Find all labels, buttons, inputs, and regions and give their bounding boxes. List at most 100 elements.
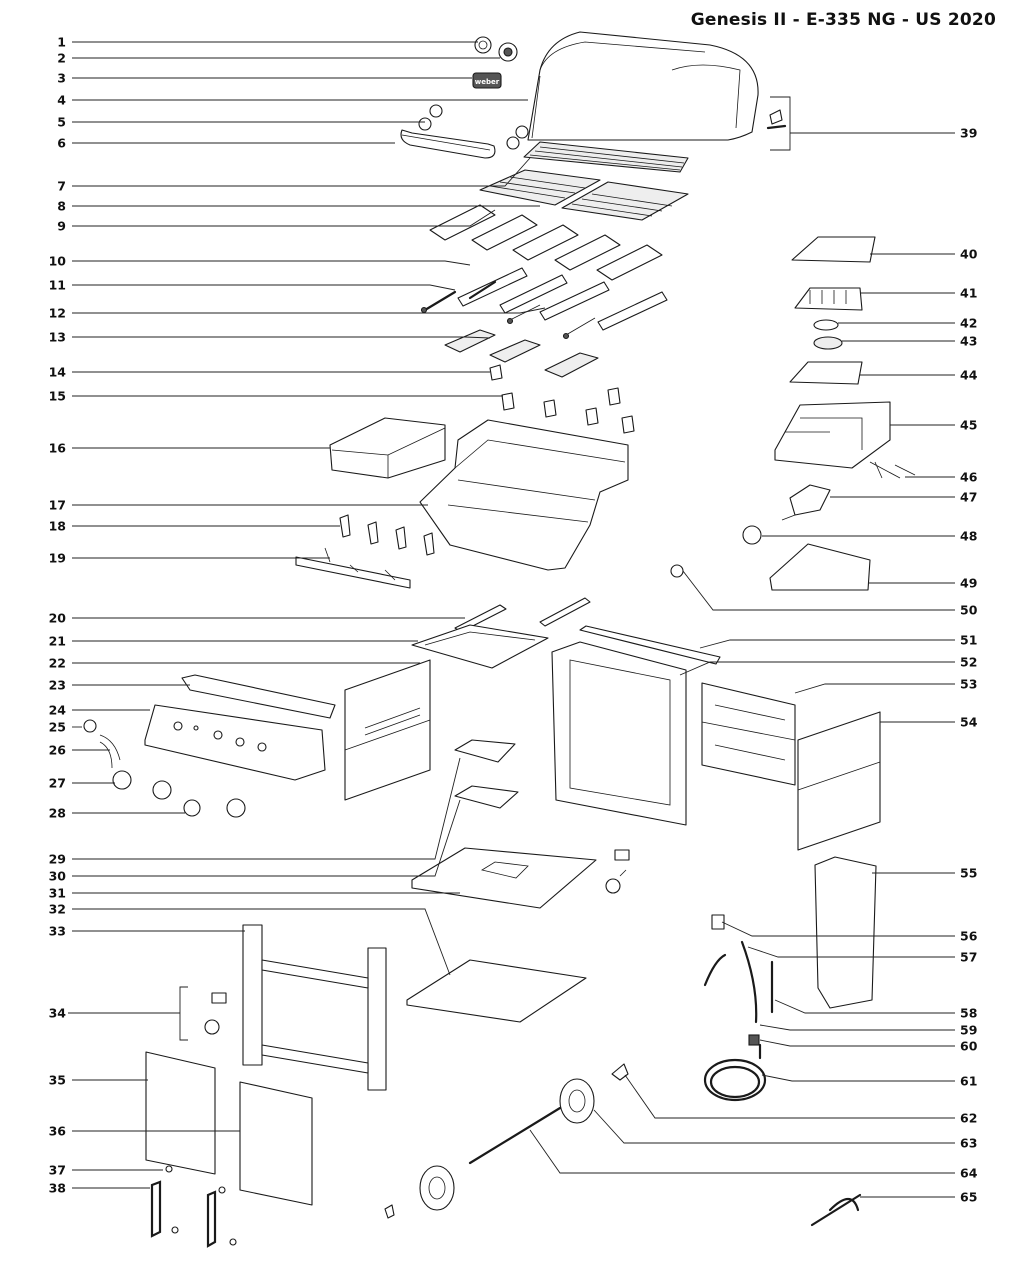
leader-51 — [699, 639, 955, 649]
part-thermometer-bezel — [498, 42, 518, 62]
part-side-shelf-cover — [329, 417, 446, 479]
callout-23: 23 — [49, 678, 66, 693]
callout-44: 44 — [960, 368, 978, 383]
part-hardware-kit — [766, 109, 787, 130]
callout-24: 24 — [49, 703, 67, 718]
callout-42: 42 — [960, 316, 977, 331]
callout-9: 9 — [57, 219, 66, 234]
callout-31: 31 — [49, 886, 66, 901]
part-heat-deflectors — [444, 329, 599, 378]
leader-62 — [624, 1074, 955, 1119]
callout-65: 65 — [960, 1190, 977, 1205]
leader-63 — [593, 1109, 955, 1144]
callout-2: 2 — [57, 51, 66, 66]
part-right-side-panel — [701, 682, 796, 786]
part-thermometer — [474, 36, 492, 54]
part-manifold — [295, 547, 411, 589]
part-flavorizer-bars — [429, 204, 663, 281]
callout-16: 16 — [49, 441, 67, 456]
callout-39: 39 — [960, 126, 977, 141]
part-clips — [489, 364, 635, 434]
callout-37: 37 — [49, 1163, 66, 1178]
callout-5: 5 — [57, 115, 66, 130]
leader-11 — [72, 284, 456, 291]
part-regulator-bracket — [711, 914, 725, 930]
callout-35: 35 — [49, 1073, 66, 1088]
bracket-34 — [68, 986, 188, 1041]
leader-60 — [759, 1039, 955, 1047]
leader-50 — [682, 570, 955, 611]
callout-14: 14 — [49, 365, 67, 380]
callout-38: 38 — [49, 1181, 66, 1196]
callout-40: 40 — [960, 247, 978, 262]
part-side-burner-valve — [781, 484, 831, 521]
callout-19: 19 — [49, 551, 66, 566]
part-gas-supply-hose — [703, 1043, 767, 1102]
leader-9 — [72, 209, 496, 227]
callout-43: 43 — [960, 334, 977, 349]
part-warming-rack — [523, 141, 689, 173]
callout-58: 58 — [960, 1006, 977, 1021]
part-caster-front — [605, 849, 630, 894]
callout-33: 33 — [49, 924, 66, 939]
callout-18: 18 — [49, 519, 66, 534]
part-axle-clip — [384, 1204, 395, 1219]
callout-11: 11 — [49, 278, 66, 293]
part-left-side-panel — [344, 659, 431, 801]
part-side-burner-grate — [794, 287, 863, 311]
leader-12 — [72, 307, 546, 314]
callout-50: 50 — [960, 603, 978, 618]
part-side-burner-tray — [789, 361, 863, 385]
leader-13 — [72, 336, 491, 339]
part-heat-shield — [814, 856, 877, 1009]
callout-52: 52 — [960, 655, 977, 670]
leader-57 — [747, 946, 955, 958]
callout-59: 59 — [960, 1023, 977, 1038]
part-igniter-wiring — [99, 734, 121, 769]
part-doors — [145, 1051, 313, 1206]
part-cart-frame — [242, 924, 387, 1091]
part-burner-valves — [339, 514, 435, 556]
callout-64: 64 — [960, 1166, 978, 1181]
part-door-handles — [150, 1165, 237, 1248]
part-handle-ends — [418, 104, 529, 150]
leader-29 — [72, 757, 461, 860]
part-side-burner-knob — [742, 525, 762, 545]
callout-8: 8 — [57, 199, 66, 214]
callout-47: 47 — [960, 490, 977, 505]
part-side-shelf-tray — [769, 543, 871, 591]
part-igniter-wires — [420, 304, 596, 340]
callout-63: 63 — [960, 1136, 977, 1151]
callout-30: 30 — [49, 869, 67, 884]
callout-61: 61 — [960, 1074, 977, 1089]
part-igniter-electrode — [810, 1193, 862, 1227]
callout-column-right: 3940414243444546474849505152535455565758… — [960, 126, 978, 1205]
callout-51: 51 — [960, 633, 977, 648]
callout-3: 3 — [57, 71, 66, 86]
part-crossmember — [579, 625, 721, 665]
callout-15: 15 — [49, 389, 66, 404]
callout-4: 4 — [57, 93, 66, 108]
part-caster-set — [204, 992, 227, 1035]
callout-17: 17 — [49, 498, 66, 513]
callout-62: 62 — [960, 1111, 977, 1126]
part-gas-hoses — [703, 940, 774, 1046]
part-logo-badge: weber — [472, 72, 502, 89]
callout-20: 20 — [49, 611, 67, 626]
callout-60: 60 — [960, 1039, 978, 1054]
diagram-title: Genesis II - E-335 NG - US 2020 — [690, 10, 996, 30]
part-cooking-grates — [479, 169, 689, 221]
leader-32 — [72, 908, 451, 976]
callout-21: 21 — [49, 634, 66, 649]
logo-text: weber — [475, 78, 500, 86]
part-control-panel-top — [181, 674, 336, 719]
leader-64 — [529, 1129, 955, 1174]
part-lid — [527, 31, 759, 141]
part-bottom-shelf-lower — [406, 959, 587, 1023]
part-side-burner-cap — [813, 319, 843, 350]
callout-34: 34 — [49, 1006, 67, 1021]
callout-12: 12 — [49, 306, 66, 321]
part-cookbox — [419, 419, 629, 571]
